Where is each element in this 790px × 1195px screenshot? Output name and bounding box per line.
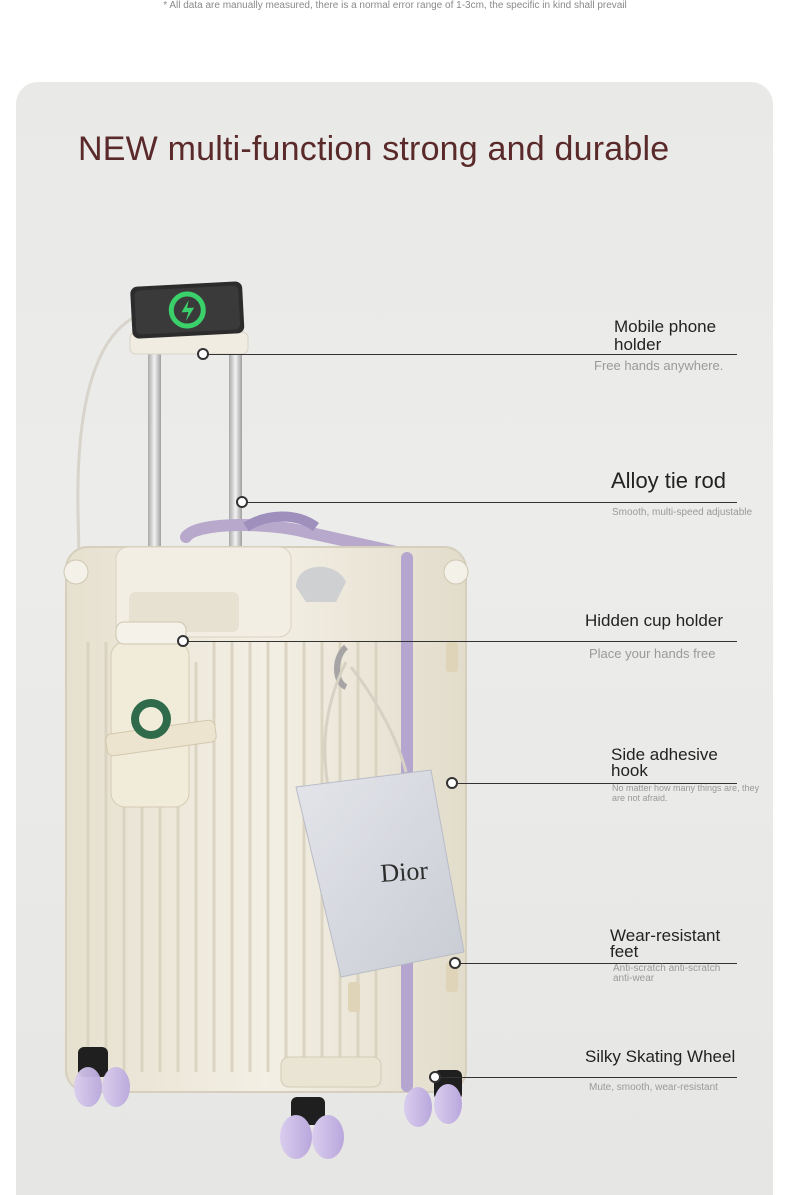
disclaimer-text: * All data are manually measured, there … [163,0,627,11]
marker-dot [177,635,189,647]
bag-brand: Dior [379,856,429,888]
callout-subtitle: anti-wear [613,973,655,984]
marker-dot [197,348,209,360]
marker-dot [446,777,458,789]
callout-title: Side adhesive [611,745,718,764]
cup-holder [105,621,217,808]
callout-title: hook [611,761,648,780]
wheel-front-right [280,1097,344,1159]
suitcase-illustration: Dior [63,281,469,1159]
callout-subtitle: No matter how many things are, they [612,783,760,793]
marker-dot [429,1071,441,1083]
marker-dot [449,957,461,969]
callout-subtitle: are not afraid. [612,793,668,803]
product-feature-panel: NEW multi-function strong and durable [16,82,773,1195]
callout-subtitle: Place your hands free [589,646,716,661]
callout-subtitle: Free hands anywhere. [594,358,724,373]
callout-title: holder [614,335,662,354]
tie-rod-left [148,350,161,600]
callout-title: Alloy tie rod [611,468,726,493]
phone-icon [130,281,245,339]
callout-subtitle: Mute, smooth, wear-resistant [589,1082,718,1093]
charging-cable [76,312,142,603]
headline: NEW multi-function strong and durable [78,130,670,168]
callout-title: Silky Skating Wheel [585,1047,736,1066]
shopping-bag [295,769,465,978]
callout-title: Wear-resistant [610,926,721,945]
callout-subtitle: Anti-scratch anti-scratch [613,963,721,974]
wheel-front-left [74,1047,130,1107]
tie-rod-right [229,350,242,600]
callout-title: feet [610,942,639,961]
callout-subtitle: Smooth, multi-speed adjustable [612,507,753,518]
callout-title: Mobile phone [614,317,717,336]
callout-title: Hidden cup holder [585,611,723,630]
marker-dot [236,496,248,508]
